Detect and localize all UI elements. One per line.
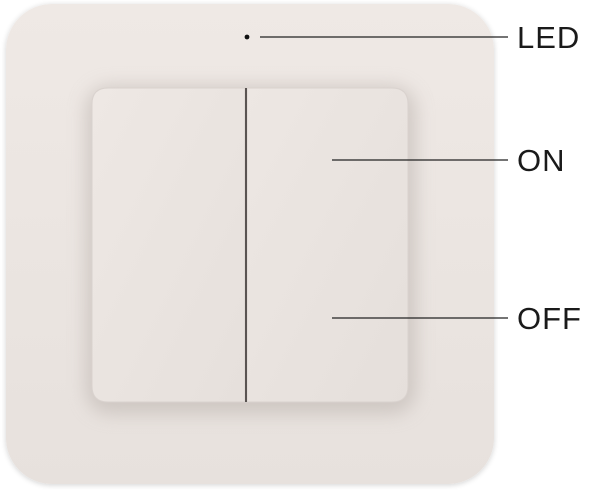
left-rocker[interactable] <box>91 87 246 403</box>
on-label: ON <box>517 143 566 178</box>
led-label: LED <box>517 20 580 55</box>
off-label: OFF <box>517 301 582 336</box>
right-rocker[interactable] <box>246 87 409 403</box>
led-indicator-dot <box>244 34 250 40</box>
